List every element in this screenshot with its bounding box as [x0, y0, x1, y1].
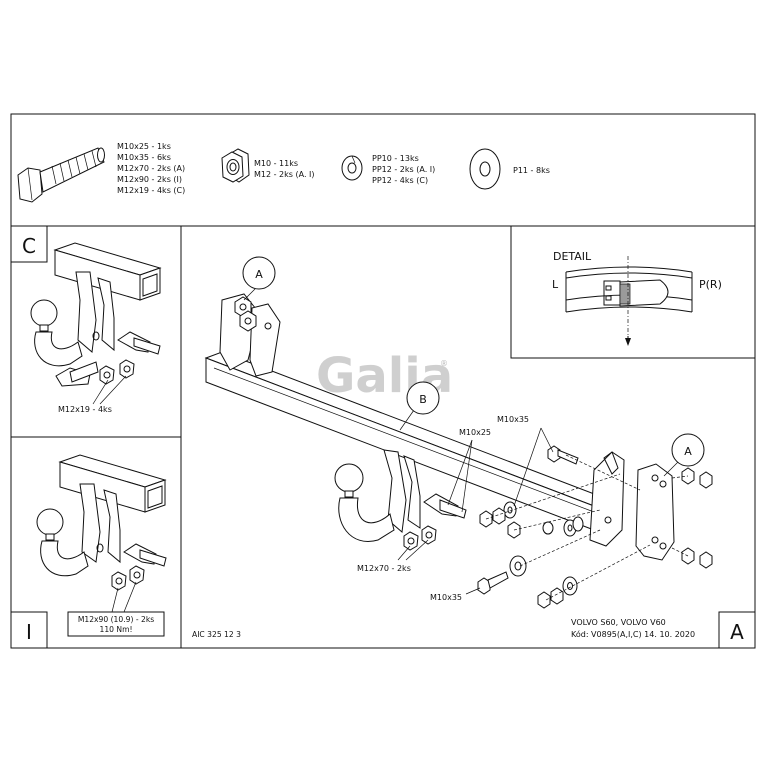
callout-b-circle [406, 381, 440, 415]
corner-letter: A [730, 620, 744, 644]
detail-panel-border [510, 226, 755, 359]
detail-left-label: L [552, 278, 559, 291]
bolt-label-m10x25: M10x25 [459, 428, 491, 437]
bolt-label-m10x35-bottom: M10x35 [430, 593, 462, 602]
nut-spec-line: M12 - 2ks (A. I) [254, 170, 315, 179]
panel-i-crossmember-illustration [36, 454, 167, 591]
panel-i-bolt-callout: M12x90 (10.9) - 2ks [78, 615, 154, 624]
bolt-icon [17, 147, 105, 203]
flat-washer-spec-line: P11 - 8ks [513, 166, 550, 175]
callout-b-label: B [419, 393, 427, 406]
bolt-spec-line: M12x90 - 2ks (I) [117, 175, 182, 184]
panel-i-leader-line [123, 581, 137, 613]
bolt-spec-line: M10x35 - 6ks [117, 153, 171, 162]
panel-i-torque-callout: 110 Nm! [99, 625, 132, 634]
watermark-registered-mark: ® [440, 359, 448, 368]
right-side-plate [635, 463, 675, 561]
panel-i-letter: I [26, 620, 32, 644]
corner-letter-box [718, 611, 756, 649]
callout-a-top-circle [242, 256, 276, 290]
vehicle-model: VOLVO S60, VOLVO V60 [571, 618, 666, 627]
detail-tube-section [565, 256, 693, 346]
kit-code-date: Kód: V0895(A,I,C) 14. 10. 2020 [571, 629, 695, 639]
panel-c-letter: C [22, 234, 36, 258]
callout-a-right-label: A [684, 445, 692, 458]
assembly-leader-lines [243, 283, 689, 601]
hex-nut-icon [221, 148, 250, 183]
washer-spec-line: PP10 - 13ks [372, 154, 419, 163]
panel-c-leader-line [92, 379, 109, 405]
detail-title: DETAIL [553, 250, 592, 263]
panel-c-bolt-callout: M12x19 - 4ks [58, 405, 112, 414]
callout-a-top-label: A [255, 268, 263, 281]
washer-spec-line: PP12 - 4ks (C) [372, 176, 428, 185]
panel-c-letter-box [10, 225, 48, 263]
panel-i-letter-box [10, 611, 48, 649]
panel-c-leader-line [99, 375, 127, 405]
washer-spec-line: PP12 - 2ks (A. I) [372, 165, 435, 174]
callout-a-right-circle [671, 433, 705, 467]
bolt-spec-line: M12x70 - 2ks (A) [117, 164, 185, 173]
detail-right-label: P(R) [699, 278, 722, 291]
nut-spec-line: M10 - 11ks [254, 159, 298, 168]
bolt-spec-line: M10x25 - 1ks [117, 142, 171, 151]
bolt-label-m10x35-top: M10x35 [497, 415, 529, 424]
main-fastener-set [477, 445, 713, 609]
panel-i-callout-box [67, 611, 165, 637]
tow-ball-and-neck [334, 449, 467, 551]
left-mounting-bracket [219, 293, 281, 377]
drawing-code: AIC 325 12 3 [192, 630, 241, 639]
bolt-label-m12x70: M12x70 - 2ks [357, 564, 411, 573]
bolt-spec-line: M12x19 - 4ks (C) [117, 186, 185, 195]
panel-c-crossmember-illustration [30, 242, 162, 387]
flat-washer-icon [469, 148, 501, 190]
panel-i-leader-line [111, 587, 119, 613]
sheet-frame [10, 113, 756, 649]
spring-washer-icon [341, 155, 363, 181]
